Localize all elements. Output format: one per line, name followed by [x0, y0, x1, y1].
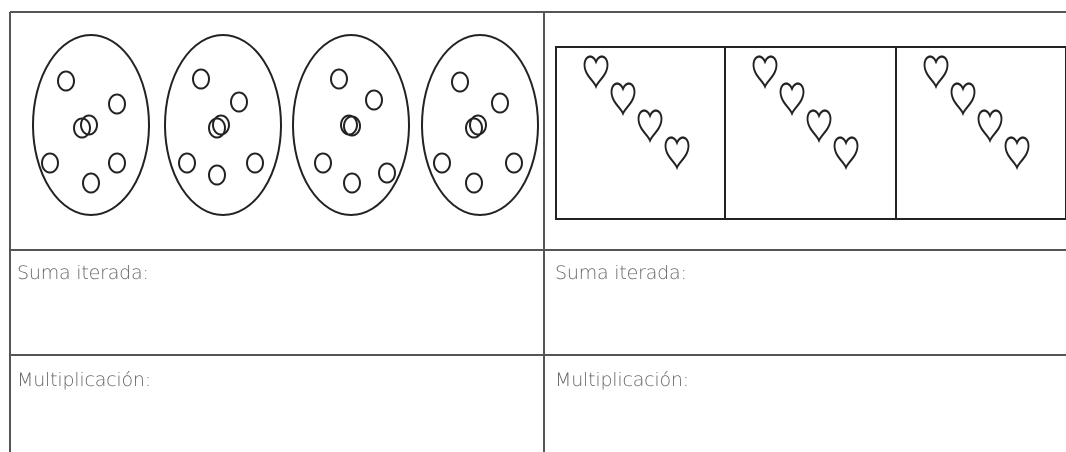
heart-icon — [950, 82, 976, 117]
table-grid — [9, 11, 1066, 452]
oval-group-icon — [421, 34, 539, 216]
circle-icon — [343, 172, 361, 194]
circle-icon — [378, 162, 396, 184]
circle-icon — [80, 114, 98, 136]
circle-icon — [491, 92, 509, 114]
circle-icon — [208, 117, 226, 139]
heart-icon — [779, 82, 805, 117]
oval-group-icon — [292, 34, 410, 216]
right-problem-figure — [555, 46, 1066, 220]
circle-icon — [314, 152, 332, 174]
circle-icon — [192, 68, 210, 90]
circle-icon — [208, 164, 226, 186]
left-iterated-sum-label: Suma iterada: — [17, 262, 149, 284]
heart-icon — [583, 55, 609, 90]
heart-icon — [1004, 136, 1030, 171]
circle-icon — [469, 114, 487, 136]
circle-icon — [108, 152, 126, 174]
circle-icon — [178, 152, 196, 174]
heart-icon — [833, 136, 859, 171]
circle-icon — [505, 152, 523, 174]
heart-icon — [806, 109, 832, 144]
circle-icon — [41, 152, 59, 174]
circle-icon — [433, 152, 451, 174]
circle-icon — [451, 71, 469, 93]
circle-icon — [340, 114, 358, 136]
circle-icon — [465, 172, 483, 194]
left-problem-figure — [32, 34, 539, 216]
heart-icon — [923, 55, 949, 90]
heart-icon — [977, 109, 1003, 144]
oval-group-icon — [32, 34, 150, 216]
circle-icon — [246, 152, 264, 174]
circle-icon — [365, 89, 383, 111]
heart-icon — [752, 55, 778, 90]
box-group-icon — [895, 46, 1066, 220]
circle-icon — [330, 68, 348, 90]
circle-icon — [108, 93, 126, 115]
circle-icon — [82, 172, 100, 194]
box-group-icon — [555, 46, 726, 220]
box-group-icon — [724, 46, 897, 220]
circle-icon — [57, 70, 75, 92]
circle-icon — [230, 91, 248, 113]
circle-icon — [465, 117, 483, 139]
right-multiplication-label: Multiplicación: — [555, 369, 689, 391]
heart-icon — [610, 82, 636, 117]
circle-icon — [212, 114, 230, 136]
heart-icon — [664, 136, 690, 171]
oval-group-icon — [164, 34, 282, 216]
right-iterated-sum-label: Suma iterada: — [555, 262, 687, 284]
heart-icon — [637, 109, 663, 144]
left-multiplication-label: Multiplicación: — [17, 369, 151, 391]
